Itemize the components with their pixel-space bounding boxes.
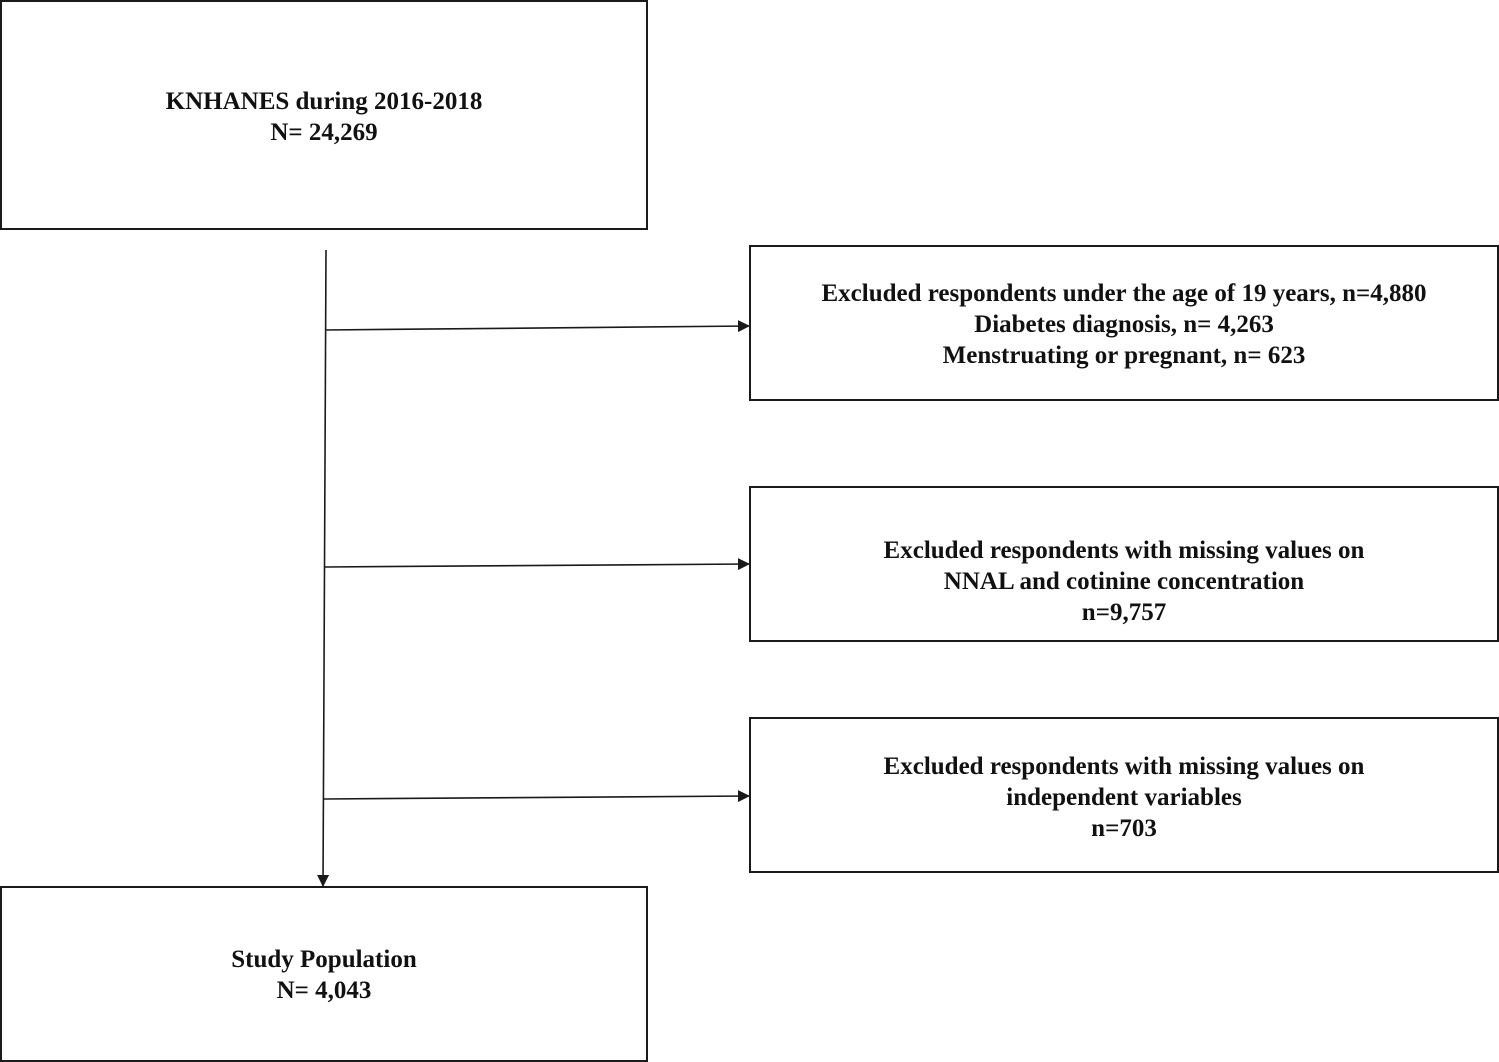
source-population-box: KNHANES during 2016-2018 N= 24,269 — [0, 0, 648, 230]
exclusion-box-nnal-cotinine: Excluded respondents with missing values… — [749, 486, 1499, 642]
main-flow-arrow — [317, 249, 330, 887]
exclusion-1-line-1: Excluded respondents under the age of 19… — [821, 280, 1427, 307]
study-population-text: Study Population N= 4,043 — [2, 944, 646, 1006]
exclusion-2-arrow — [324, 558, 750, 571]
exclusion-2-line-2: NNAL and cotinine concentration — [943, 568, 1305, 595]
exclusion-2-text: Excluded respondents with missing values… — [751, 535, 1497, 628]
exclusion-3-line-1: Excluded respondents with missing values… — [883, 753, 1365, 780]
exclusion-1-line-2: Diabetes diagnosis, n= 4,263 — [974, 311, 1274, 338]
exclusion-1-line-3: Menstruating or pregnant, n= 623 — [942, 342, 1306, 369]
final-title: Study Population — [231, 946, 417, 973]
exclusion-3-line-3: n=703 — [1091, 815, 1157, 842]
exclusion-box-independent-variables: Excluded respondents with missing values… — [749, 717, 1499, 873]
exclusion-1-arrow — [325, 320, 750, 333]
exclusion-2-line-1: Excluded respondents with missing values… — [883, 537, 1365, 564]
exclusion-3-line-2: independent variables — [1006, 784, 1242, 811]
exclusion-3-text: Excluded respondents with missing values… — [751, 751, 1497, 844]
source-population-text: KNHANES during 2016-2018 N= 24,269 — [2, 86, 646, 148]
exclusion-box-age-diabetes: Excluded respondents under the age of 19… — [749, 245, 1499, 401]
exclusion-3-arrow — [323, 790, 750, 803]
source-count: N= 24,269 — [270, 119, 378, 146]
final-count: N= 4,043 — [276, 977, 372, 1004]
source-title: KNHANES during 2016-2018 — [165, 88, 483, 115]
exclusion-2-line-3: n=9,757 — [1081, 599, 1167, 626]
study-population-box: Study Population N= 4,043 — [0, 886, 648, 1062]
exclusion-1-text: Excluded respondents under the age of 19… — [751, 278, 1497, 371]
